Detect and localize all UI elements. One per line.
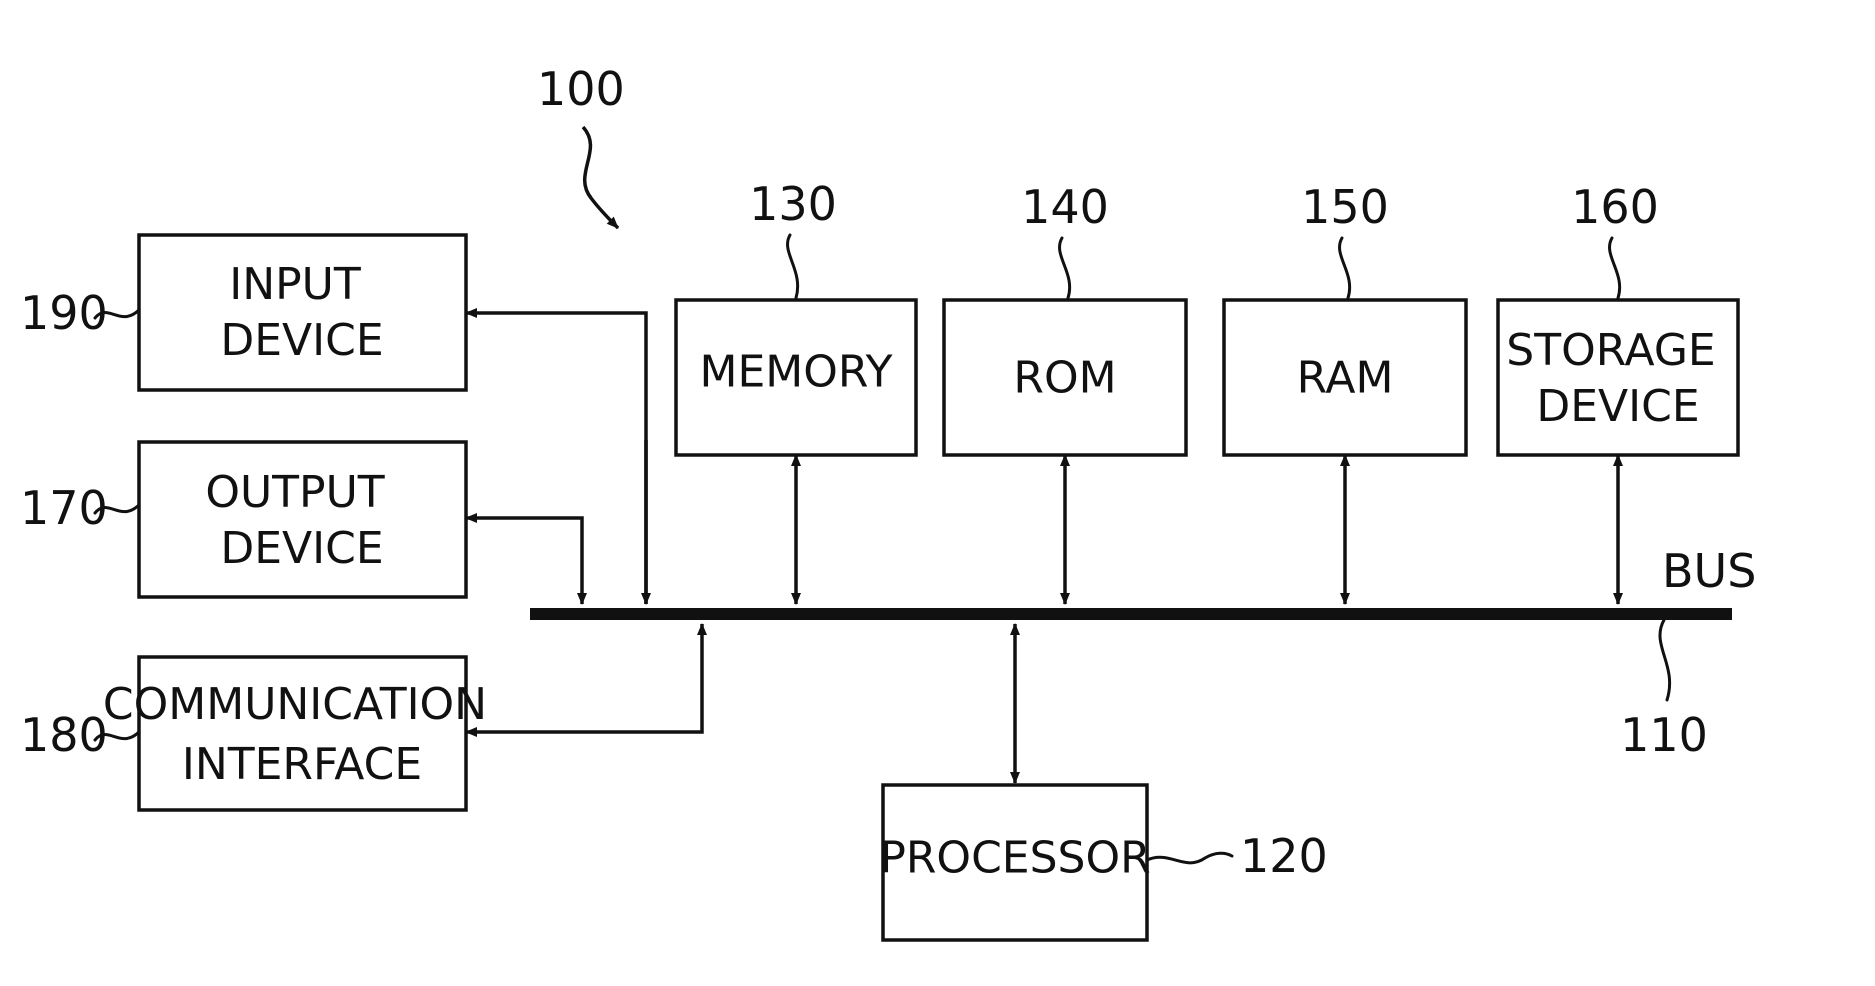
communication-interface-ref: 180: [20, 708, 108, 762]
processor-label: PROCESSOR: [879, 833, 1150, 884]
input-device-ref: 190: [20, 286, 108, 340]
figure-ref-arrow: [583, 127, 618, 228]
output-device-label-line2: DEVICE: [220, 523, 383, 574]
bus-ref-leader: [1660, 620, 1670, 700]
ram-ref-leader: [1340, 238, 1350, 298]
storage-device-ref-leader: [1610, 238, 1620, 298]
ram-label: RAM: [1297, 353, 1394, 404]
output-device-connector: [466, 518, 582, 604]
processor-ref-leader: [1147, 853, 1232, 863]
communication-interface-label-line2: INTERFACE: [182, 739, 422, 790]
rom-label: ROM: [1013, 353, 1116, 404]
storage-device-label-line1: STORAGE: [1506, 325, 1715, 376]
rom-ref-leader: [1060, 238, 1070, 298]
output-device-ref: 170: [20, 481, 108, 535]
storage-device-label-line2: DEVICE: [1536, 381, 1699, 432]
input-device-connector: [466, 313, 646, 604]
input-device-label-line1: INPUT: [229, 259, 361, 310]
system-bus: [530, 608, 1732, 620]
storage-device-ref: 160: [1571, 180, 1659, 234]
memory-ref: 130: [749, 177, 837, 231]
bus-ref-label: 110: [1620, 708, 1708, 762]
output-device-label-line1: OUTPUT: [205, 467, 384, 518]
rom-ref: 140: [1021, 180, 1109, 234]
processor-ref: 120: [1240, 829, 1328, 883]
communication-interface-label-line1: COMMUNICATION: [103, 679, 487, 730]
communication-interface-connector: [466, 624, 702, 732]
storage-device-box: [1498, 300, 1738, 455]
figure-ref-label: 100: [537, 62, 625, 116]
memory-ref-leader: [788, 235, 798, 298]
output-device-box: [139, 442, 466, 597]
bus-label: BUS: [1662, 544, 1756, 598]
ram-ref: 150: [1301, 180, 1389, 234]
memory-label: MEMORY: [700, 347, 893, 398]
input-device-label-line2: DEVICE: [220, 315, 383, 366]
